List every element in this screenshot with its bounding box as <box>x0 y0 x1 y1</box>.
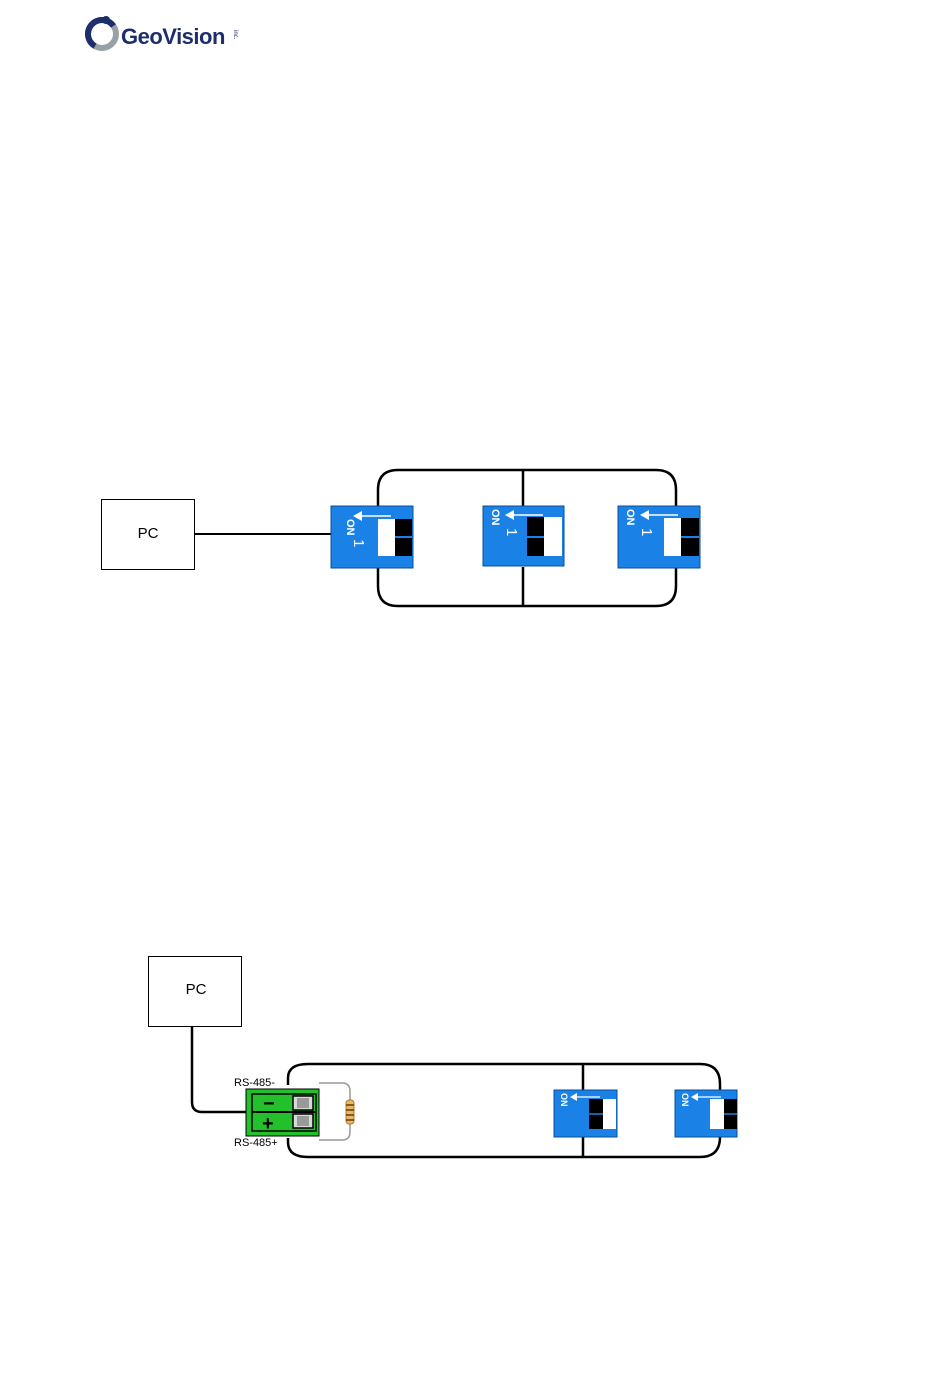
geovision-logo: GeoVision inc. <box>84 12 244 52</box>
switch-number: 1 <box>638 528 655 536</box>
dip-switch-3: ON 1 <box>618 506 700 568</box>
plus-sign: + <box>262 1113 274 1135</box>
logo-wordmark: GeoVision <box>121 24 225 50</box>
logo-suffix: inc. <box>232 30 238 39</box>
pc-box-2: PC <box>149 957 242 1027</box>
termination-resistor-icon <box>319 1083 354 1140</box>
switch-on-label: ON <box>344 519 356 536</box>
pc-cable-2 <box>192 1026 247 1112</box>
rs485-terminal-block: − + <box>246 1089 319 1136</box>
dip-switch-b: ON <box>675 1090 737 1137</box>
minus-sign: − <box>263 1093 275 1115</box>
wiring-diagram-1: PC ON 1 ON 1 ON 1 <box>0 460 950 620</box>
switch-on-label: ON <box>559 1093 569 1107</box>
pc-box-1: PC <box>102 500 195 570</box>
switch-on-label: ON <box>624 509 636 526</box>
dip-switch-a: ON <box>554 1090 617 1137</box>
switch-number: 1 <box>350 539 367 547</box>
pc-label-2: PC <box>186 981 207 998</box>
switch-on-label: ON <box>489 509 501 526</box>
wiring-diagram-2: PC RS-485- RS-485+ − + ON <box>0 950 950 1170</box>
rs485-plus-label: RS-485+ <box>234 1137 278 1149</box>
switch-on-label: ON <box>680 1093 690 1107</box>
logo-mark-icon <box>84 12 124 52</box>
switch-number: 1 <box>503 528 520 536</box>
pc-label-1: PC <box>138 525 159 542</box>
rs485-minus-label: RS-485- <box>234 1077 275 1089</box>
dip-switch-2: ON 1 <box>483 506 564 566</box>
dip-switch-1: ON 1 <box>331 506 413 568</box>
